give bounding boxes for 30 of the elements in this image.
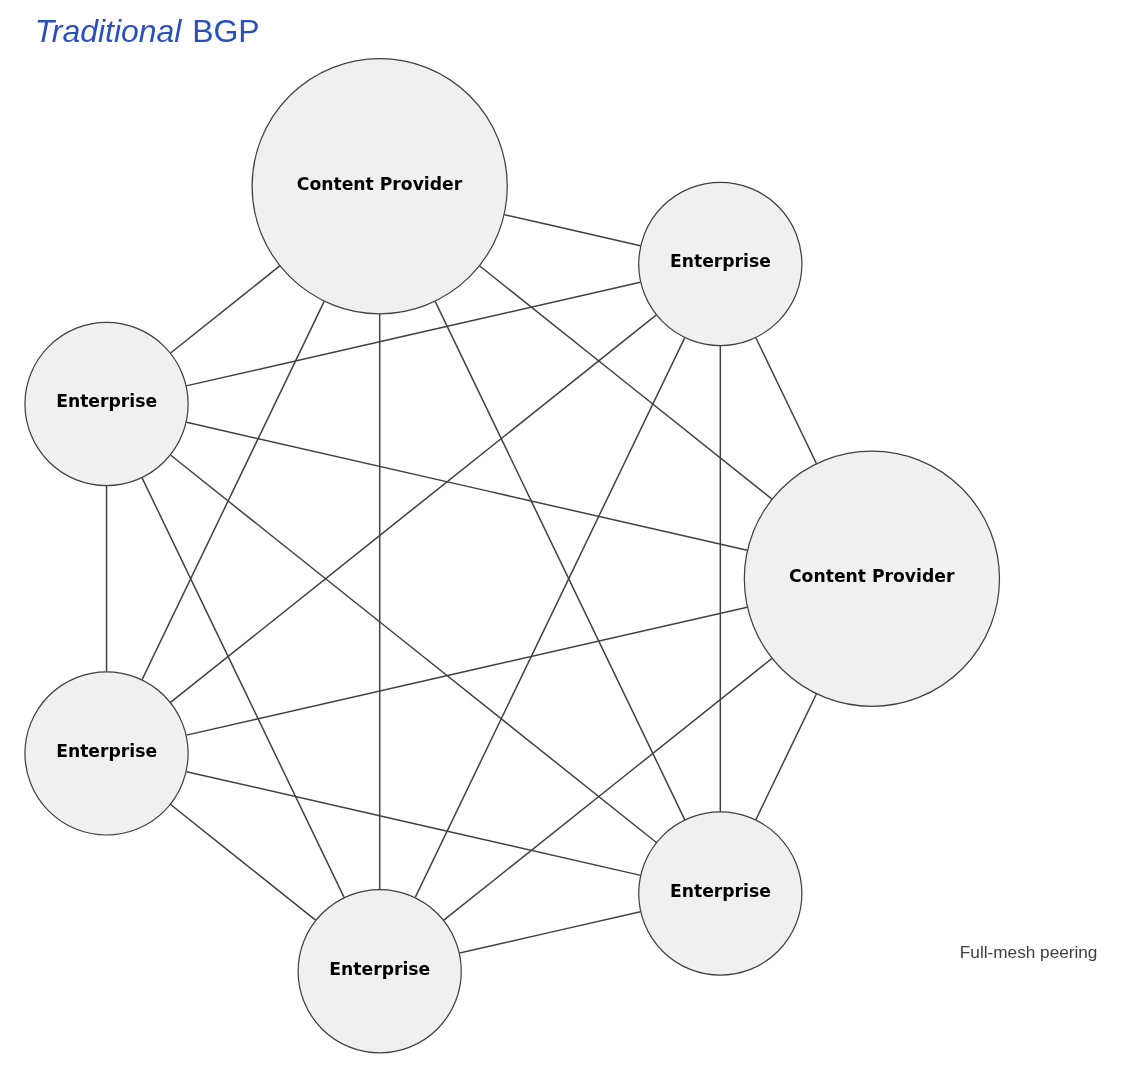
connector — [105, 485, 108, 673]
node-circle: Content Provider — [743, 450, 1001, 707]
connector — [170, 454, 658, 844]
connector — [755, 693, 818, 821]
node-circle: Enterprise — [638, 181, 803, 347]
connector — [141, 300, 325, 681]
node-circle: Enterprise — [24, 321, 189, 487]
diagram-title: Traditional BGP — [34, 13, 260, 50]
connector — [503, 213, 642, 247]
connector — [414, 336, 686, 898]
node-circle: Enterprise — [297, 889, 462, 1054]
connector — [378, 313, 381, 890]
connector — [755, 337, 818, 465]
connector — [719, 345, 722, 813]
connector — [169, 314, 657, 704]
connector — [169, 265, 281, 354]
connector — [434, 300, 686, 821]
connector — [141, 476, 345, 899]
connector — [443, 657, 773, 921]
connector — [479, 265, 773, 500]
node-circle: Enterprise — [638, 811, 803, 976]
connector — [185, 281, 642, 387]
connector — [185, 770, 642, 877]
node-circle: Content Provider — [251, 58, 508, 315]
connector — [185, 421, 748, 551]
node-circle: Enterprise — [24, 671, 189, 836]
connector — [169, 803, 317, 921]
label: Full-mesh peering — [959, 941, 1098, 962]
connector — [458, 911, 642, 954]
connector — [185, 606, 748, 736]
